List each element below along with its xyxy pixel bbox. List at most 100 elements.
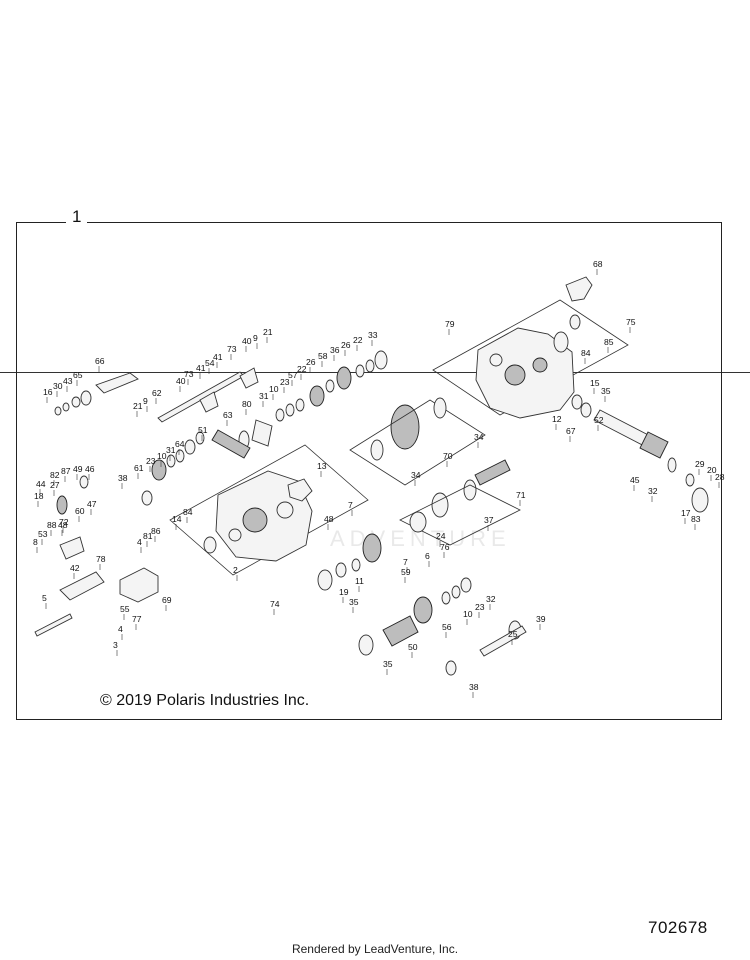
part-callout: 70 (443, 451, 453, 461)
part-callout: 63 (223, 410, 233, 420)
part-callout: 51 (198, 425, 208, 435)
part-callout: 32 (486, 594, 496, 604)
part-callout: 40 (176, 376, 186, 386)
part-callout: 13 (317, 461, 327, 471)
part-callout: 87 (61, 466, 71, 476)
lower-gear-train (317, 459, 527, 676)
part-callout: 75 (626, 317, 636, 327)
part-callout: 82 (50, 470, 60, 480)
part-callout: 84 (581, 348, 591, 358)
part-callout: 57 (288, 370, 298, 380)
part-callout: 61 (134, 463, 144, 473)
part-callout: 64 (175, 439, 185, 449)
part-callout: 42 (70, 563, 80, 573)
rendered-by-credit: Rendered by LeadVenture, Inc. (291, 942, 459, 956)
part-callout: 32 (648, 486, 658, 496)
part-callout: 23 (475, 602, 485, 612)
part-callout: 34 (411, 470, 421, 480)
shift-drum-cluster (34, 475, 159, 637)
frame-guide-line (0, 372, 750, 373)
part-callout: 54 (205, 358, 215, 368)
part-callout: 38 (469, 682, 479, 692)
part-callout: 73 (184, 369, 194, 379)
part-callout: 10 (463, 609, 473, 619)
part-callout: 14 (172, 514, 182, 524)
part-callout: 23 (280, 377, 290, 387)
output-shaft (571, 394, 709, 513)
part-callout: 40 (242, 336, 252, 346)
part-callout: 59 (401, 567, 411, 577)
part-callout: 77 (132, 614, 142, 624)
diagram-number: 702678 (648, 918, 708, 937)
part-callout: 83 (691, 514, 701, 524)
part-callout: 88 (47, 520, 57, 530)
part-callout: 52 (594, 415, 604, 425)
part-callout: 8 (33, 537, 38, 547)
part-callout: 65 (73, 370, 83, 380)
part-callout: 7 (348, 500, 353, 510)
part-callout: 33 (368, 330, 378, 340)
part-callout: 22 (353, 335, 363, 345)
part-callout: 26 (341, 340, 351, 350)
part-callout: 43 (63, 376, 73, 386)
part-callout: 10 (157, 451, 167, 461)
part-callout: 72 (59, 517, 69, 527)
part-callout: 55 (120, 604, 130, 614)
part-callout: 41 (213, 352, 223, 362)
assembly-number: 1 (66, 208, 88, 226)
part-callout: 67 (566, 426, 576, 436)
center-gear (349, 397, 486, 486)
part-callout: 68 (593, 259, 603, 269)
part-callout: 21 (133, 401, 143, 411)
part-callout: 10 (269, 384, 279, 394)
part-callout: 25 (508, 629, 518, 639)
part-callout: 66 (95, 356, 105, 366)
left-case-half (169, 444, 369, 576)
part-callout: 2 (233, 565, 238, 575)
part-callout: 62 (152, 388, 162, 398)
right-case-half (432, 276, 629, 419)
part-callout: 35 (349, 597, 359, 607)
part-callout: 76 (440, 542, 450, 552)
part-callout: 21 (263, 327, 273, 337)
part-callout: 36 (330, 345, 340, 355)
part-callout: 27 (50, 480, 60, 490)
part-callout: 60 (75, 506, 85, 516)
part-callout: 7 (403, 557, 408, 567)
part-callout: 5 (42, 593, 47, 603)
part-callout: 11 (355, 576, 364, 586)
part-callout: 6 (425, 551, 430, 561)
part-callout: 53 (38, 529, 48, 539)
part-callout: 48 (58, 520, 68, 530)
part-callout: 58 (318, 351, 328, 361)
parts-artwork (34, 276, 709, 676)
shift-assembly (54, 367, 259, 423)
part-callout: 4 (137, 537, 142, 547)
part-callout: 31 (259, 391, 269, 401)
part-callout: 19 (339, 587, 349, 597)
part-callout: 49 (73, 464, 83, 474)
part-callout: 73 (227, 344, 237, 354)
part-callout: 31 (166, 445, 176, 455)
part-callout: 37 (484, 515, 494, 525)
part-callout: 4 (118, 624, 123, 634)
part-callout: 38 (118, 473, 128, 483)
part-callout: 23 (146, 456, 156, 466)
part-callout: 24 (436, 531, 446, 541)
copyright-notice: © 2019 Polaris Industries Inc. (100, 692, 310, 709)
part-callout: 79 (445, 319, 455, 329)
part-callout: 86 (151, 526, 161, 536)
part-callout: 9 (143, 396, 148, 406)
part-callout: 34 (474, 432, 484, 442)
part-callout: 35 (601, 386, 611, 396)
part-callout: 50 (408, 642, 418, 652)
part-callout: 56 (442, 622, 452, 632)
part-callout: 46 (85, 464, 95, 474)
part-callout: 81 (143, 531, 153, 541)
part-callout: 35 (383, 659, 393, 669)
part-callout: 71 (516, 490, 526, 500)
part-callout: 15 (590, 378, 600, 388)
part-callout: 28 (715, 472, 725, 482)
part-callout: 80 (242, 399, 252, 409)
